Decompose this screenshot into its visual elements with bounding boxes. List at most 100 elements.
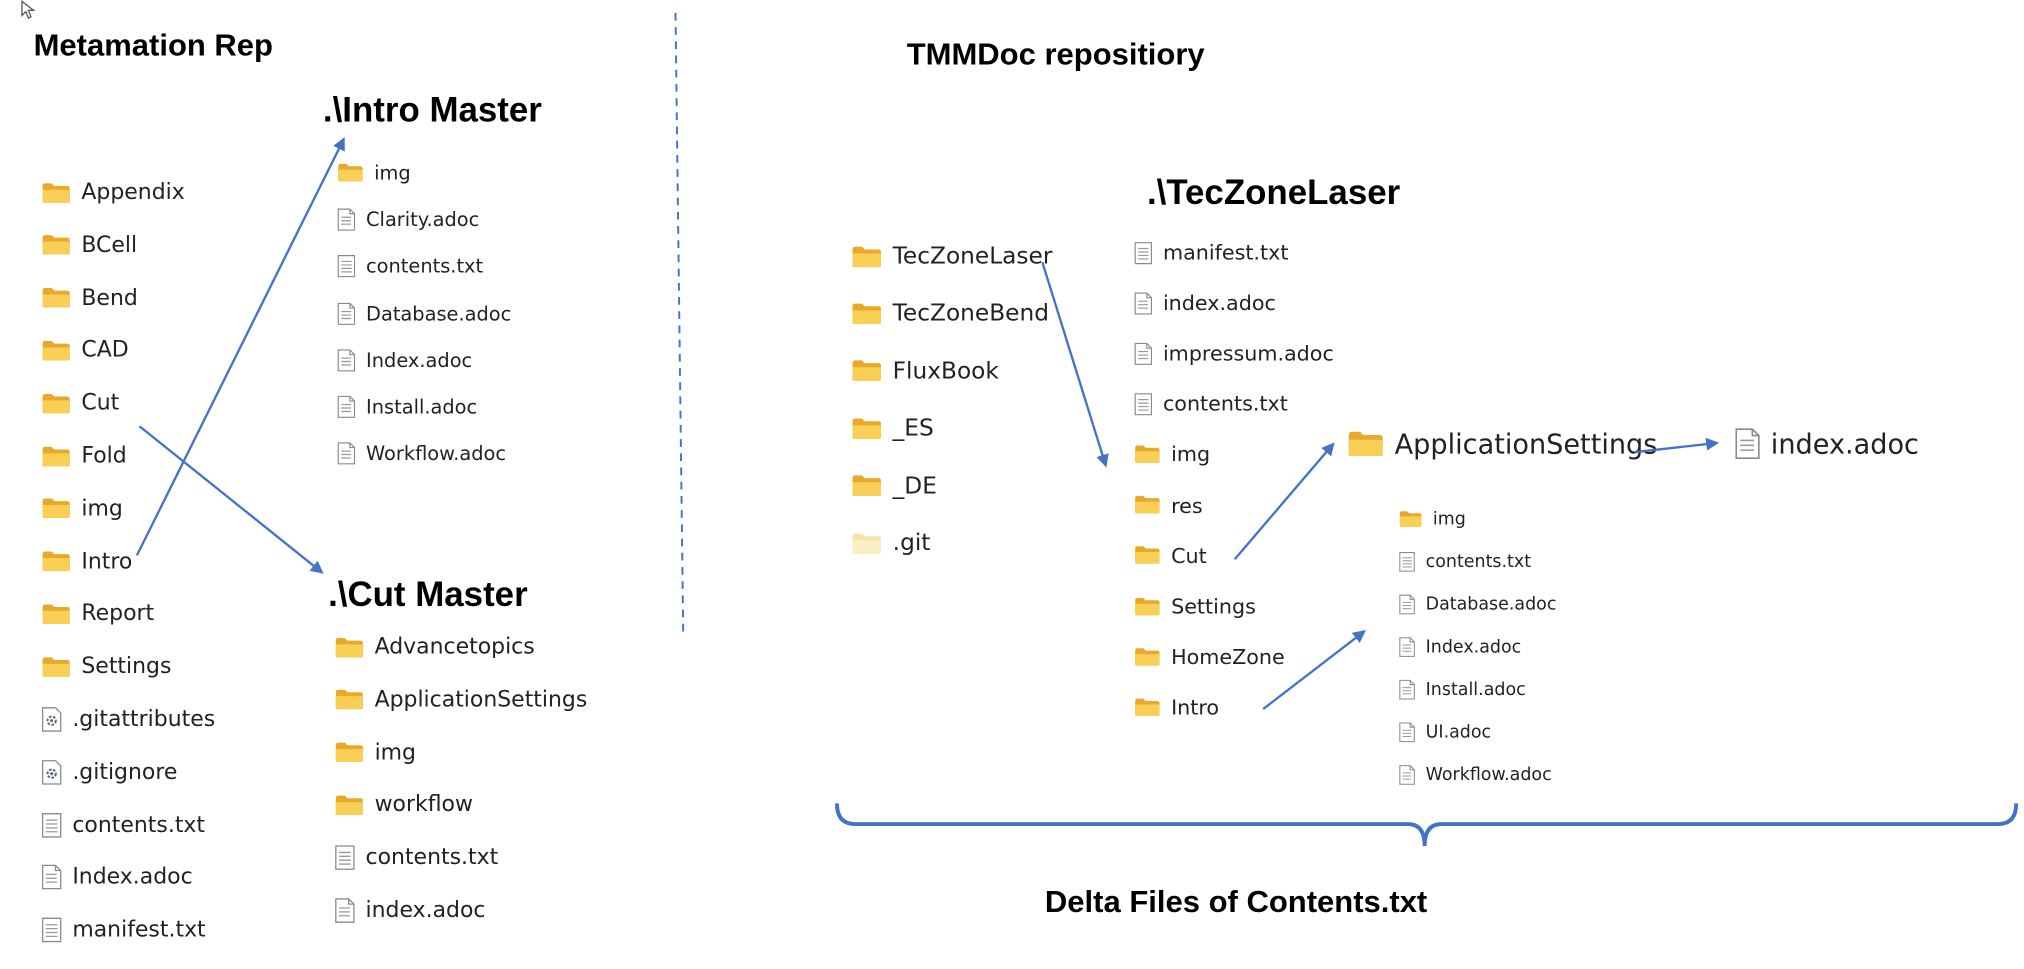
- intro-master-item-index-adoc[interactable]: Index.adoc: [337, 348, 473, 372]
- text-file-icon: [1134, 392, 1153, 416]
- metamation-item-gitignore[interactable]: .gitignore: [41, 759, 177, 785]
- intro-master-item-img[interactable]: img: [337, 161, 411, 185]
- item-label: Index.adoc: [1425, 636, 1522, 658]
- cut-master-item-img[interactable]: img: [335, 740, 416, 765]
- text-file-icon: [337, 255, 356, 278]
- metamation-item-intro[interactable]: Intro: [41, 548, 132, 574]
- metamation-item-index-adoc[interactable]: Index.adoc: [41, 865, 193, 890]
- settings-file-icon: [41, 707, 62, 732]
- teczonelaser-item-intro[interactable]: Intro: [1134, 695, 1219, 719]
- arrow-application-settings-to-index: [1635, 437, 1720, 454]
- tmmdoc-item-teczonelaser[interactable]: TecZoneLaser: [851, 243, 1052, 270]
- metamation-item-manifest-txt[interactable]: manifest.txt: [41, 917, 206, 943]
- teczonelaser-item-cut[interactable]: Cut: [1134, 543, 1207, 568]
- item-label: impressum.adoc: [1162, 341, 1334, 366]
- cut-master-item-index-adoc[interactable]: index.adoc: [335, 898, 485, 923]
- teczonelaser-item-homezone[interactable]: HomeZone: [1134, 644, 1285, 669]
- tmmdoc-item-fluxbook[interactable]: FluxBook: [851, 358, 999, 385]
- tmmdoc-item-es[interactable]: _ES: [851, 415, 934, 442]
- folder-icon: [1399, 511, 1422, 527]
- document-icon: [1399, 637, 1415, 657]
- item-label: Settings: [1171, 593, 1256, 619]
- document-icon: [1399, 679, 1415, 700]
- cut-master-item-workflow[interactable]: workflow: [335, 792, 473, 818]
- application-settings-file-database-adoc[interactable]: Database.adoc: [1399, 594, 1556, 615]
- metamation-item-cut[interactable]: Cut: [41, 390, 119, 416]
- application-settings-file-index-adoc[interactable]: Index.adoc: [1399, 636, 1522, 658]
- application-settings-file-workflow-adoc[interactable]: Workflow.adoc: [1399, 765, 1552, 785]
- folder-applicationsettings[interactable]: ApplicationSettings: [1347, 429, 1657, 460]
- delta-files-caption: Delta Files of Contents.txt: [1044, 884, 1428, 920]
- metamation-item-appendix[interactable]: Appendix: [41, 179, 185, 206]
- item-label: contents.txt: [366, 254, 484, 279]
- application-settings-file-contents-txt[interactable]: contents.txt: [1399, 552, 1531, 572]
- teczonelaser-item-settings[interactable]: Settings: [1134, 593, 1256, 619]
- item-label: Fold: [81, 443, 127, 469]
- text-file-icon: [41, 917, 62, 943]
- metamation-item-cad[interactable]: CAD: [41, 338, 129, 363]
- teczonelaser-item-contents-txt[interactable]: contents.txt: [1134, 392, 1288, 416]
- folder-icon: [42, 657, 70, 677]
- item-label: Index.adoc: [366, 348, 473, 372]
- item-label: .git: [892, 529, 931, 557]
- application-settings-file-ui-adoc[interactable]: UI.adoc: [1399, 722, 1491, 743]
- item-label: Clarity.adoc: [366, 208, 480, 232]
- intro-master-item-clarity-adoc[interactable]: Clarity.adoc: [337, 208, 479, 231]
- folder-icon: [42, 604, 70, 624]
- folder-icon: [335, 742, 363, 763]
- document-icon: [335, 898, 355, 923]
- item-label: HomeZone: [1171, 644, 1285, 669]
- arrow-cut-to-cut-master: [138, 425, 324, 574]
- metamation-item-img[interactable]: img: [41, 496, 123, 522]
- application-settings-file-install-adoc[interactable]: Install.adoc: [1399, 679, 1526, 700]
- item-label: Install.adoc: [1425, 679, 1526, 701]
- delta-files-brace: [835, 803, 2019, 847]
- folder-icon: [852, 303, 881, 324]
- cut-master-item-contents-txt[interactable]: contents.txt: [335, 845, 498, 871]
- metamation-item-fold[interactable]: Fold: [41, 443, 127, 469]
- teczonelaser-item-img[interactable]: img: [1134, 442, 1210, 467]
- teczonelaser-item-index-adoc[interactable]: index.adoc: [1134, 291, 1276, 315]
- metamation-item-report[interactable]: Report: [41, 601, 154, 627]
- folder-icon: [42, 551, 70, 572]
- intro-master-item-workflow-adoc[interactable]: Workflow.adoc: [337, 442, 506, 465]
- file-index-adoc[interactable]: index.adoc: [1735, 428, 1919, 460]
- folder-icon: [335, 637, 363, 657]
- folder-icon: [42, 340, 70, 361]
- metamation-item-bend[interactable]: Bend: [41, 285, 138, 311]
- intro-master-item-database-adoc[interactable]: Database.adoc: [337, 302, 511, 325]
- metamation-item-gitattributes[interactable]: .gitattributes: [41, 706, 216, 733]
- application-settings-file-img[interactable]: img: [1399, 509, 1466, 530]
- metamation-item-contents-txt[interactable]: contents.txt: [41, 812, 205, 838]
- metamation-item-bcell[interactable]: BCell: [41, 232, 137, 258]
- document-icon: [337, 395, 356, 418]
- intro-master-item-install-adoc[interactable]: Install.adoc: [337, 395, 477, 418]
- item-label: Appendix: [81, 179, 185, 206]
- teczonelaser-item-manifest-txt[interactable]: manifest.txt: [1134, 240, 1288, 265]
- tmmdoc-item-de[interactable]: _DE: [851, 472, 937, 499]
- item-label: _DE: [892, 472, 937, 500]
- text-file-icon: [335, 845, 355, 871]
- text-file-icon: [1399, 552, 1415, 572]
- intro-master-item-contents-txt[interactable]: contents.txt: [337, 255, 483, 278]
- teczonelaser-item-res[interactable]: res: [1134, 493, 1203, 517]
- document-icon: [1735, 428, 1760, 460]
- item-label: Install.adoc: [366, 395, 478, 419]
- folder-icon: [852, 475, 881, 496]
- folder-icon: [42, 498, 70, 519]
- teczonelaser-item-impressum-adoc[interactable]: impressum.adoc: [1134, 341, 1334, 366]
- cut-master-item-applicationsettings[interactable]: ApplicationSettings: [335, 687, 587, 713]
- folder-icon: [335, 690, 363, 710]
- cut-master-item-advancetopics[interactable]: Advancetopics: [335, 634, 535, 660]
- item-label: index.adoc: [1770, 428, 1919, 460]
- folder-icon: [42, 446, 70, 466]
- tmmdoc-item-teczonebend[interactable]: TecZoneBend: [851, 300, 1049, 327]
- folder-icon: [42, 288, 70, 308]
- item-label: .gitattributes: [72, 706, 216, 733]
- tmmdoc-item-git[interactable]: .git: [851, 530, 930, 557]
- item-label: TecZoneLaser: [892, 242, 1053, 270]
- item-label: Database.adoc: [366, 301, 512, 325]
- metamation-item-settings[interactable]: Settings: [41, 654, 171, 680]
